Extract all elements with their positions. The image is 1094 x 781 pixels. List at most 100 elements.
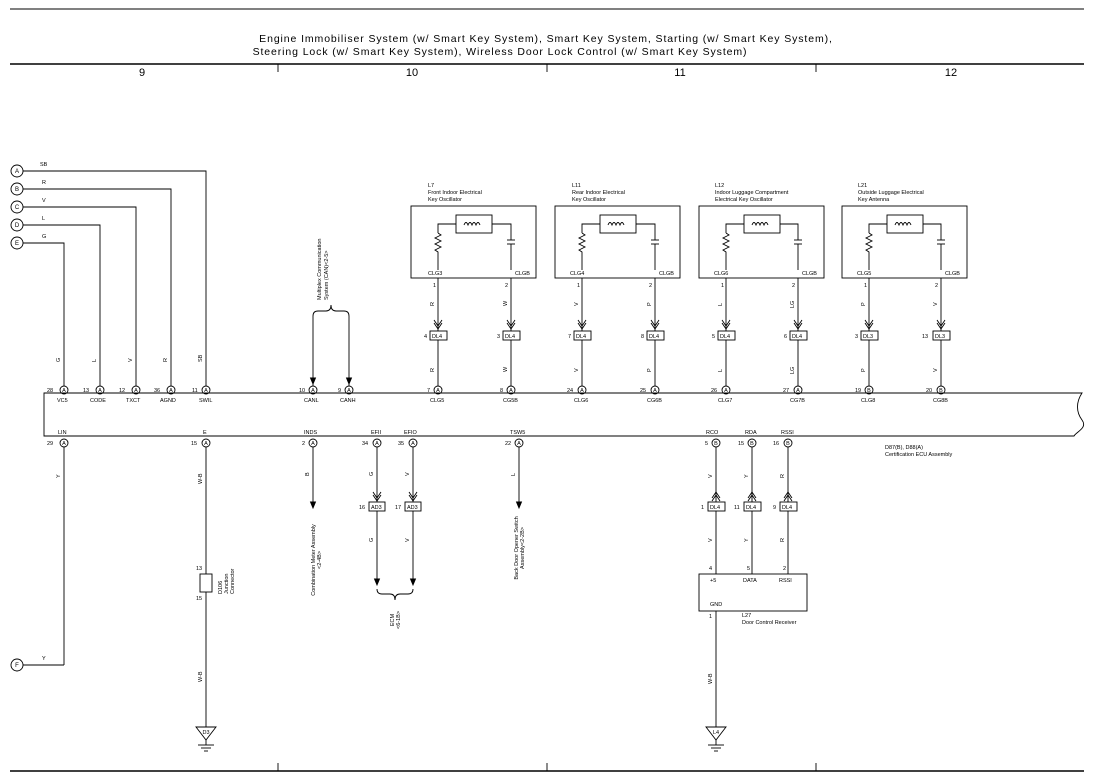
- svg-text:35: 35: [398, 441, 404, 447]
- svg-text:36: 36: [154, 388, 160, 394]
- svg-text:W-B: W-B: [198, 671, 204, 682]
- svg-text:L: L: [718, 369, 724, 372]
- svg-text:A: A: [436, 388, 440, 394]
- svg-text:5: 5: [712, 334, 715, 340]
- svg-text:P: P: [861, 302, 867, 306]
- wire-color: R: [42, 180, 46, 186]
- svg-text:AD3: AD3: [407, 505, 418, 511]
- svg-text:CG8B: CG8B: [933, 398, 948, 404]
- svg-text:2: 2: [935, 283, 938, 289]
- svg-text:R: R: [430, 368, 436, 372]
- svg-text:A: A: [347, 388, 351, 394]
- svg-text:A: A: [796, 388, 800, 394]
- svg-text:Electrical Key Oscillator: Electrical Key Oscillator: [715, 197, 773, 203]
- connector-B: B R: [10, 180, 172, 386]
- svg-text:CLGB: CLGB: [659, 271, 674, 277]
- svg-text:V: V: [574, 368, 580, 372]
- svg-text:ECM: ECM: [390, 613, 396, 626]
- svg-text:DL3: DL3: [935, 334, 945, 340]
- oscillator-L21: L21 Outside Luggage Electrical Key Anten…: [841, 183, 968, 386]
- svg-text:12: 12: [119, 388, 125, 394]
- svg-text:DL4: DL4: [649, 334, 659, 340]
- svg-text:A: A: [134, 388, 138, 394]
- svg-text:Outside Luggage Electrical: Outside Luggage Electrical: [858, 190, 924, 196]
- svg-text:1: 1: [721, 283, 724, 289]
- svg-text:24: 24: [567, 388, 573, 394]
- dest-combination-meter: Combination Meter Assembly <2-4B>: [311, 524, 323, 596]
- svg-text:3: 3: [855, 334, 858, 340]
- wire-color: V: [42, 198, 46, 204]
- svg-text:V: V: [574, 302, 580, 306]
- svg-text:A: A: [411, 441, 415, 447]
- dest-back-door-switch: Back Door Opener Switch Assembly<2-2B>: [514, 516, 526, 579]
- svg-text:CLGB: CLGB: [945, 271, 960, 277]
- svg-text:11: 11: [192, 388, 198, 394]
- title-line-2: Steering Lock (w/ Smart Key System), Wir…: [253, 46, 748, 58]
- svg-text:B: B: [15, 187, 19, 193]
- svg-text:L12: L12: [715, 183, 724, 189]
- svg-text:DL4: DL4: [576, 334, 586, 340]
- ad3-connector: AD3 16 AD3 17: [359, 491, 422, 601]
- svg-text:2: 2: [505, 283, 508, 289]
- pin-E: A 15E W-B: [191, 430, 211, 574]
- svg-text:20: 20: [926, 388, 932, 394]
- svg-text:13: 13: [83, 388, 89, 394]
- dl-bottom-connectors: DL4 1 DL4 11 DL4 9: [701, 491, 798, 512]
- svg-text:A: A: [580, 388, 584, 394]
- ecu-name-2: Certification ECU Assembly: [885, 452, 952, 458]
- junction-connector-D106: 13 15 D106 Junction Connector W-B: [196, 566, 236, 727]
- multiplex-label-2: System (CAN)<2-5>: [324, 250, 330, 300]
- svg-text:+5: +5: [710, 578, 716, 584]
- svg-text:CG7B: CG7B: [790, 398, 805, 404]
- svg-text:EFII: EFII: [371, 430, 382, 436]
- svg-text:1: 1: [701, 505, 704, 511]
- svg-text:CG6B: CG6B: [647, 398, 662, 404]
- svg-text:B: B: [305, 472, 311, 476]
- svg-text:CLG3: CLG3: [428, 271, 442, 277]
- svg-text:DL4: DL4: [720, 334, 730, 340]
- svg-text:Junction: Junction: [224, 574, 230, 595]
- svg-text:16: 16: [773, 441, 779, 447]
- svg-text:DATA: DATA: [743, 578, 757, 584]
- column-number: 9: [139, 67, 145, 79]
- svg-text:Key Antenna: Key Antenna: [858, 197, 890, 203]
- svg-text:1: 1: [709, 614, 712, 620]
- svg-text:Y: Y: [744, 538, 750, 542]
- svg-text:CODE: CODE: [90, 398, 106, 404]
- svg-text:RDA: RDA: [745, 430, 757, 436]
- svg-text:L21: L21: [858, 183, 867, 189]
- svg-text:F: F: [15, 663, 19, 669]
- svg-text:25: 25: [640, 388, 646, 394]
- svg-text:B: B: [867, 388, 871, 394]
- svg-text:B: B: [750, 441, 754, 447]
- svg-text:3: 3: [497, 334, 500, 340]
- svg-text:26: 26: [711, 388, 717, 394]
- connector-F: [10, 658, 24, 672]
- svg-text:CLG7: CLG7: [718, 398, 732, 404]
- svg-text:TSW5: TSW5: [510, 430, 525, 436]
- svg-text:CLG8: CLG8: [861, 398, 875, 404]
- connector-A: A SB: [10, 162, 207, 386]
- svg-text:SWIL: SWIL: [199, 398, 212, 404]
- svg-text:7: 7: [568, 334, 571, 340]
- svg-text:L7: L7: [428, 183, 434, 189]
- svg-text:A: A: [311, 388, 315, 394]
- svg-text:A: A: [169, 388, 173, 394]
- column-number: 11: [674, 67, 685, 79]
- svg-text:22: 22: [505, 441, 511, 447]
- svg-text:<2-4B>: <2-4B>: [317, 551, 323, 569]
- svg-text:G: G: [369, 472, 375, 476]
- wire-color: L: [42, 216, 45, 222]
- svg-text:16: 16: [359, 505, 365, 511]
- svg-text:B: B: [939, 388, 943, 394]
- svg-text:RSSI: RSSI: [779, 578, 792, 584]
- connector-D: D L: [10, 216, 101, 386]
- svg-text:V: V: [708, 538, 714, 542]
